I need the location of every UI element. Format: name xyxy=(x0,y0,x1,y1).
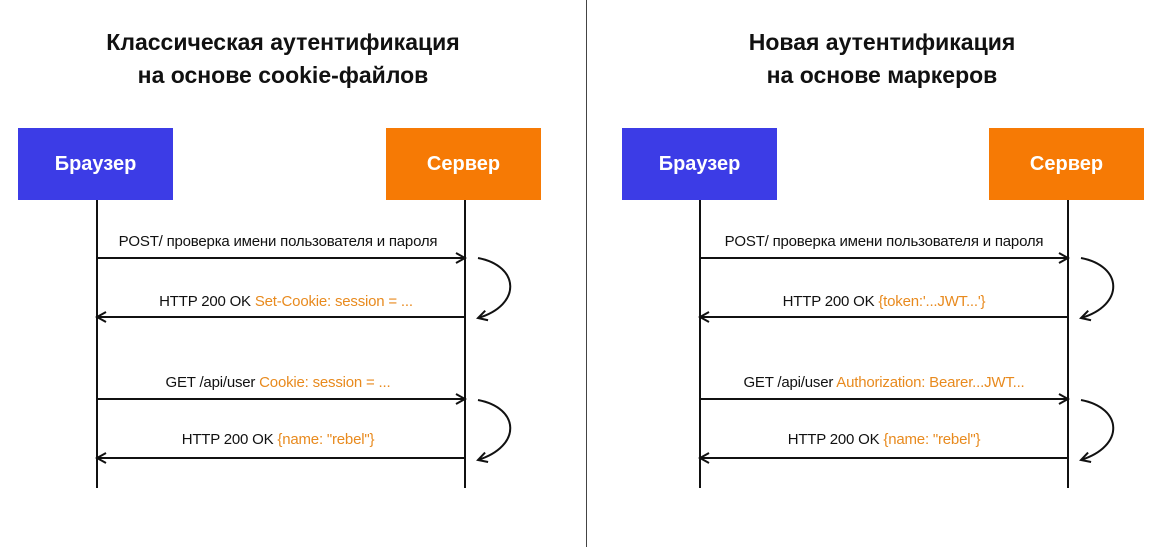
right-msg-3-highlight: Authorization: Bearer...JWT... xyxy=(836,374,1025,391)
left-browser-box: Браузер xyxy=(18,128,173,200)
center-divider xyxy=(586,0,587,547)
left-msg-3-text: GET /api/user xyxy=(165,374,256,391)
left-process-arrow-2 xyxy=(478,399,512,460)
right-title: Новая аутентификация на основе маркеров xyxy=(672,26,1092,92)
right-title-line1: Новая аутентификация xyxy=(748,29,1016,55)
right-msg-2-text: HTTP 200 OK xyxy=(782,293,875,310)
right-msg-4-highlight: {name: "rebel"} xyxy=(883,431,981,448)
right-msg-1-text: POST/ проверка имени пользователя и паро… xyxy=(724,233,1044,250)
left-msg-4-highlight: {name: "rebel"} xyxy=(277,431,375,448)
left-msg-1: POST/ проверка имени пользователя и паро… xyxy=(68,233,488,251)
right-msg-4-text: HTTP 200 OK xyxy=(787,431,880,448)
right-server-label: Сервер xyxy=(1029,152,1104,175)
right-process-arrow-1 xyxy=(1081,257,1115,318)
left-msg-4: HTTP 200 OK {name: "rebel"} xyxy=(68,431,488,449)
left-msg-4-text: HTTP 200 OK xyxy=(181,431,274,448)
right-browser-box: Браузер xyxy=(622,128,777,200)
left-msg-2-highlight: Set-Cookie: session = ... xyxy=(254,293,413,310)
right-title-line2: на основе маркеров xyxy=(766,62,998,88)
left-msg-2: HTTP 200 OK Set-Cookie: session = ... xyxy=(76,293,496,311)
right-msg-1: POST/ проверка имени пользователя и паро… xyxy=(674,233,1094,251)
left-msg-2-text: HTTP 200 OK xyxy=(159,293,251,310)
left-msg-3-highlight: Cookie: session = ... xyxy=(259,374,391,391)
left-title-line1: Классическая аутентификация xyxy=(106,29,460,55)
left-msg-3: GET /api/user Cookie: session = ... xyxy=(68,374,488,392)
right-msg-4: HTTP 200 OK {name: "rebel"} xyxy=(674,431,1094,449)
left-server-box: Сервер xyxy=(386,128,541,200)
right-browser-label: Браузер xyxy=(658,152,741,175)
right-server-box: Сервер xyxy=(989,128,1144,200)
right-msg-2: HTTP 200 OK {token:'...JWT...'} xyxy=(674,293,1094,311)
left-title-line2: на основе cookie-файлов xyxy=(137,62,429,88)
right-process-arrow-2 xyxy=(1081,399,1115,460)
right-msg-3-text: GET /api/user xyxy=(743,374,834,391)
left-process-arrow-1 xyxy=(478,257,512,318)
right-msg-2-highlight: {token:'...JWT...'} xyxy=(878,293,986,310)
left-server-label: Сервер xyxy=(426,152,501,175)
right-msg-3: GET /api/user Authorization: Bearer...JW… xyxy=(674,374,1094,392)
left-msg-1-text: POST/ проверка имени пользователя и паро… xyxy=(118,233,438,250)
left-browser-label: Браузер xyxy=(54,152,137,175)
left-title: Классическая аутентификация на основе co… xyxy=(73,26,493,92)
